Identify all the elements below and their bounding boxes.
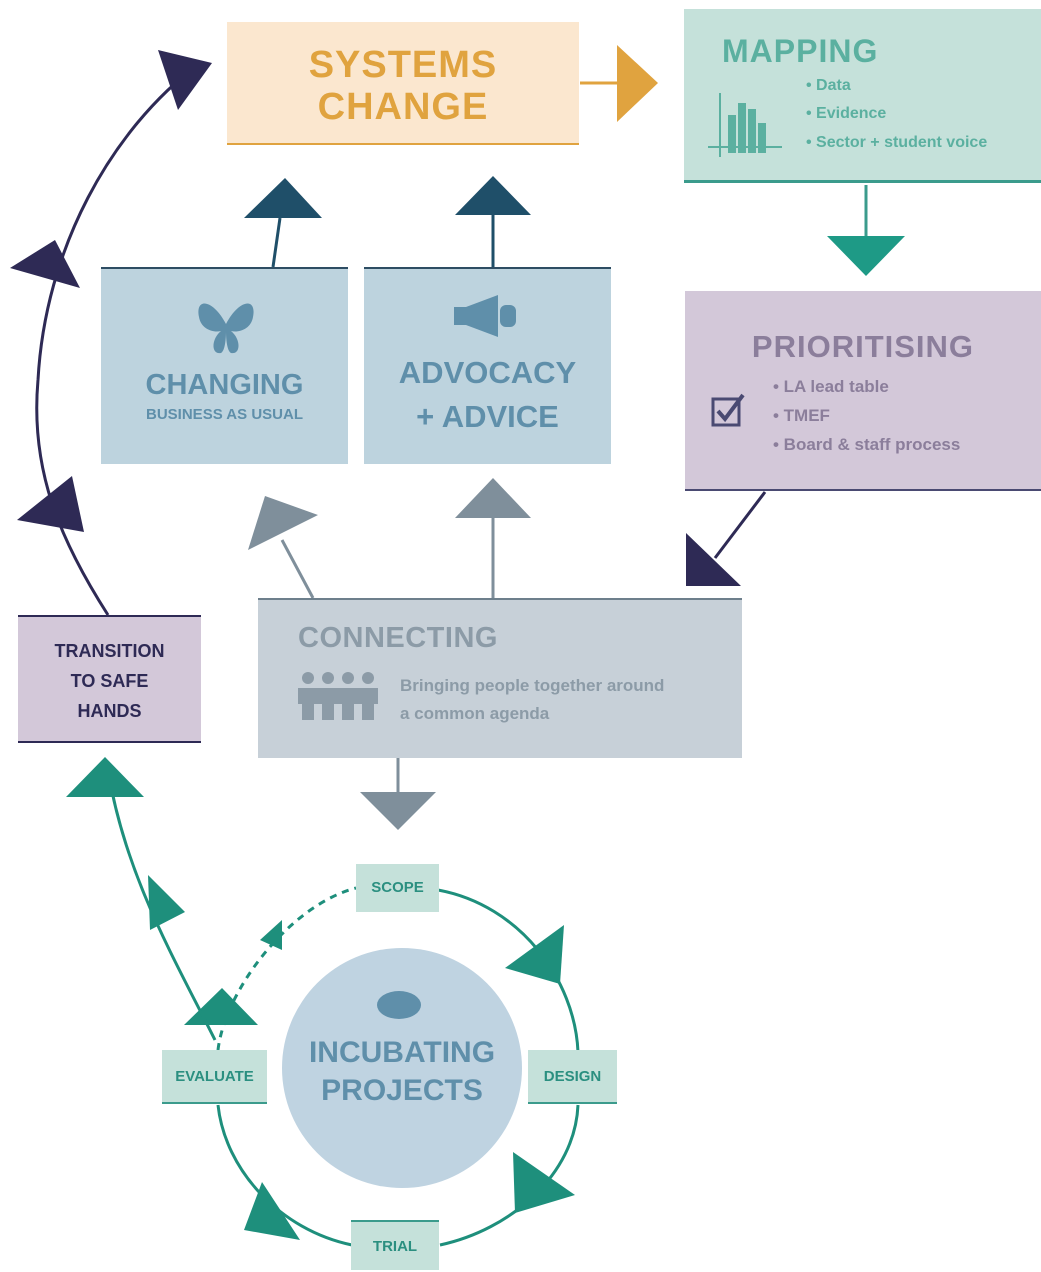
advocacy-title-line2: + ADVICE	[416, 399, 559, 434]
connector-connecting-changing	[280, 539, 315, 599]
transition-line1: TRANSITION	[54, 641, 165, 661]
prioritising-box: PRIORITISING • LA lead table • TMEF • Bo…	[685, 291, 1041, 491]
checkbox-icon	[711, 393, 745, 427]
transition-box: TRANSITION TO SAFE HANDS	[18, 615, 201, 743]
mapping-bullet: • Data	[806, 77, 851, 94]
connector-prioritising-connecting	[713, 491, 767, 559]
arrow-evaluate-path	[148, 875, 185, 930]
arrow-advocacy-to-systems	[455, 176, 531, 215]
mapping-title: MAPPING	[722, 33, 879, 69]
megaphone-icon	[454, 295, 516, 337]
arrow-evaluate-up	[184, 988, 258, 1025]
arrow-changing-to-systems	[244, 178, 322, 218]
prioritising-bullet: • TMEF	[773, 406, 830, 425]
incubating-title-line2: PROJECTS	[321, 1074, 483, 1107]
connecting-box: CONNECTING Bringing people together arou…	[258, 598, 742, 758]
cycle-step-scope: SCOPE	[356, 864, 439, 912]
arrow-to-design	[505, 925, 564, 984]
changing-subtitle: BUSINESS AS USUAL	[146, 406, 303, 423]
arrow-to-scope	[260, 920, 282, 950]
systems-change-box: SYSTEMS CHANGE	[227, 22, 579, 145]
mapping-box: MAPPING • Data • Evidence • Sector + stu…	[684, 9, 1041, 183]
mapping-bullet: • Sector + student voice	[806, 134, 988, 151]
cycle-ring-evaluate-scope-dashed	[216, 886, 357, 1051]
connecting-description-line1: Bringing people together around	[400, 676, 665, 695]
prioritising-bullet: • Board & staff process	[773, 435, 961, 454]
prioritising-title: PRIORITISING	[751, 329, 975, 364]
arrow-to-advocacy	[455, 478, 531, 518]
people-chain-icon	[298, 672, 378, 720]
arrow-to-systems-change	[158, 50, 212, 110]
arrow-to-prioritising	[827, 236, 905, 276]
connector-changing-systems	[271, 217, 282, 268]
arrow-transition-up-2	[10, 240, 80, 288]
systems-change-title: SYSTEMS CHANGE	[308, 44, 498, 128]
advocacy-title-line1: ADVOCACY	[398, 355, 577, 390]
seed-icon	[377, 991, 421, 1019]
prioritising-bullet: • LA lead table	[773, 377, 889, 396]
connector-transition-systems	[35, 61, 201, 616]
butterfly-icon	[198, 303, 254, 354]
cycle-step-trial: TRIAL	[351, 1220, 439, 1270]
arrow-to-trial	[513, 1152, 575, 1213]
incubating-circle: INCUBATING PROJECTS	[282, 948, 522, 1188]
cycle-step-design: DESIGN	[528, 1050, 617, 1104]
cycle-step-evaluate: EVALUATE	[162, 1050, 267, 1104]
connecting-title: CONNECTING	[298, 622, 498, 654]
mapping-bullet: • Evidence	[806, 105, 887, 122]
arrow-to-connecting	[686, 533, 741, 586]
arrow-to-changing	[248, 496, 318, 550]
changing-title: CHANGING	[145, 369, 304, 401]
transition-line3: HANDS	[77, 701, 142, 721]
arrow-to-transition	[66, 757, 144, 797]
incubating-title-line1: INCUBATING	[308, 1036, 496, 1069]
bar-chart-icon	[708, 93, 782, 157]
advocacy-box: ADVOCACY + ADVICE	[364, 267, 611, 464]
arrow-to-mapping	[617, 45, 658, 122]
connecting-description-line2: a common agenda	[400, 704, 550, 723]
changing-box: CHANGING BUSINESS AS USUAL	[101, 267, 348, 464]
arrow-to-evaluate	[244, 1182, 300, 1240]
arrow-transition-up-1	[17, 476, 84, 532]
arrow-to-incubating	[360, 792, 436, 830]
transition-line2: TO SAFE	[70, 671, 149, 691]
